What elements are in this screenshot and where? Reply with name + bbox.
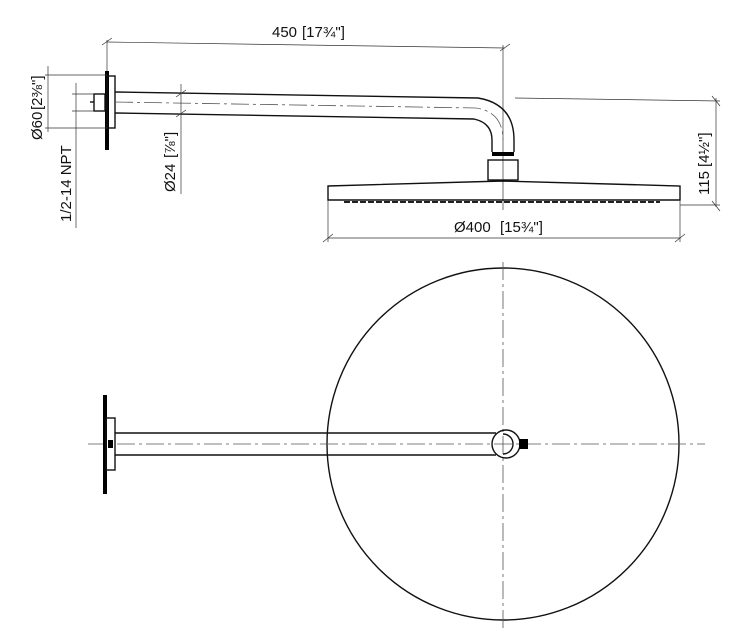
dim-head-diameter-metric: Ø400 <box>454 219 491 236</box>
thread-nipple <box>93 93 106 112</box>
flange-body-top <box>105 417 116 471</box>
tick <box>175 89 187 98</box>
tick <box>711 95 721 107</box>
tick <box>499 43 511 52</box>
tick <box>322 233 334 243</box>
dim-line-arm-length <box>106 41 506 49</box>
ext-line <box>514 97 721 102</box>
dim-arm-length-imperial: [17¾"] <box>302 24 345 41</box>
side-view: 450 [17¾"] Ø400 [15¾"] 115 [4½"] <box>29 24 721 243</box>
tick <box>175 109 187 118</box>
nipple-top <box>108 440 113 448</box>
shower-arm-outer <box>114 91 515 152</box>
dim-height-imperial: [4½"] <box>696 132 713 167</box>
shower-arm-inner <box>114 112 493 152</box>
elbow-inner <box>502 433 514 455</box>
tick <box>711 200 721 212</box>
tick <box>101 37 113 46</box>
dim-head-diameter-imperial: [15¾"] <box>500 219 543 236</box>
arm-ring <box>492 152 514 156</box>
dim-arm-diameter-imperial: [⅞"] <box>162 132 179 158</box>
head-connector <box>487 159 519 181</box>
dim-height-metric: 115 <box>696 171 713 195</box>
connector-top <box>519 439 528 449</box>
dim-arm-diameter-metric: Ø24 <box>162 164 179 192</box>
dim-flange-imperial: [2⅜"] <box>29 75 46 110</box>
top-view <box>88 262 705 632</box>
dim-flange-metric: Ø60 <box>29 112 46 140</box>
shower-head-side <box>327 180 681 201</box>
dim-arm-length-metric: 450 <box>272 24 297 41</box>
arm-centerline <box>114 101 504 141</box>
tick <box>674 233 686 243</box>
dim-thread-label: 1/2-14 NPT <box>58 145 75 222</box>
